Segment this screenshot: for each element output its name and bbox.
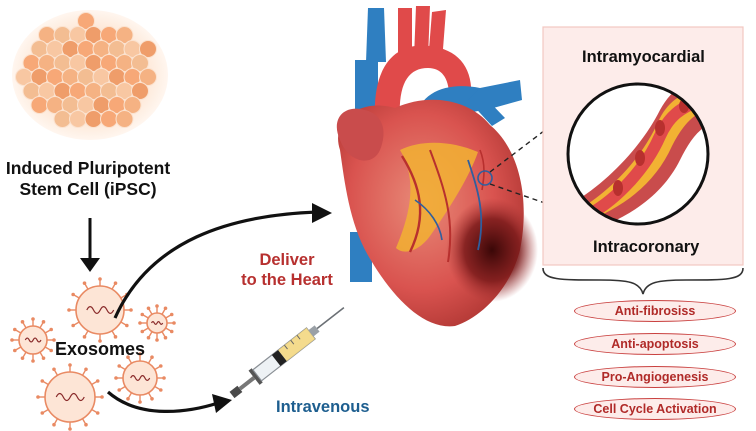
deliver-label-line2: to the Heart — [241, 271, 333, 289]
stem-cell — [69, 110, 87, 128]
vessel-cross-section — [568, 84, 708, 224]
panel-brace — [542, 267, 744, 295]
intracoronary-label: Intracoronary — [593, 238, 700, 256]
stem-cell — [139, 68, 157, 86]
ipsc-title-line1: Induced Pluripotent — [5, 158, 171, 178]
effect-anti-apoptosis: Anti-apoptosis — [574, 333, 736, 355]
zoom-lens-circle — [566, 82, 710, 226]
ipsc-title-line2: Stem Cell (iPSC) — [19, 179, 157, 199]
exosome-icon — [138, 304, 176, 342]
stem-cell — [77, 12, 95, 30]
intravenous-arrowhead-icon — [212, 394, 232, 413]
exosome-icon — [10, 317, 56, 363]
exosomes-label: Exosomes — [55, 339, 146, 359]
down-arrow-icon — [80, 218, 100, 272]
stem-cell — [115, 26, 134, 44]
ipsc-cell-cluster — [12, 10, 168, 140]
stem-cell — [115, 110, 134, 128]
intravenous-arrow — [106, 390, 219, 413]
heart-illustration — [336, 6, 538, 327]
exosome-icon — [114, 352, 166, 404]
stem-cell — [131, 54, 149, 72]
exosome-icon — [36, 363, 104, 431]
effect-anti-fibrosis: Anti-fibrosiss — [574, 300, 736, 322]
effect-cell-cycle-activation: Cell Cycle Activation — [574, 398, 736, 420]
stem-cell — [84, 110, 103, 128]
exosome-particles — [10, 277, 176, 431]
stem-cell — [139, 40, 157, 58]
intravenous-label: Intravenous — [276, 398, 370, 416]
ipsc-title: Induced Pluripotent Stem Cell (iPSC) — [0, 158, 176, 200]
effect-pro-angiogenesis: Pro-Angiogenesis — [574, 366, 736, 388]
deliver-arrowhead-icon — [312, 203, 332, 223]
stem-cell — [123, 96, 142, 114]
exosome-icon — [67, 277, 133, 343]
deliver-label-line1: Deliver — [259, 251, 315, 269]
stem-cell — [30, 96, 49, 114]
stem-cell — [100, 110, 118, 128]
syringe-icon — [229, 306, 345, 399]
zoom-line-top — [489, 101, 583, 173]
deliver-label: Deliver to the Heart — [212, 250, 362, 290]
stem-cell — [131, 82, 149, 100]
intramyocardial-label: Intramyocardial — [582, 48, 705, 66]
deliver-arrow — [113, 210, 319, 319]
stem-cell — [53, 110, 72, 128]
